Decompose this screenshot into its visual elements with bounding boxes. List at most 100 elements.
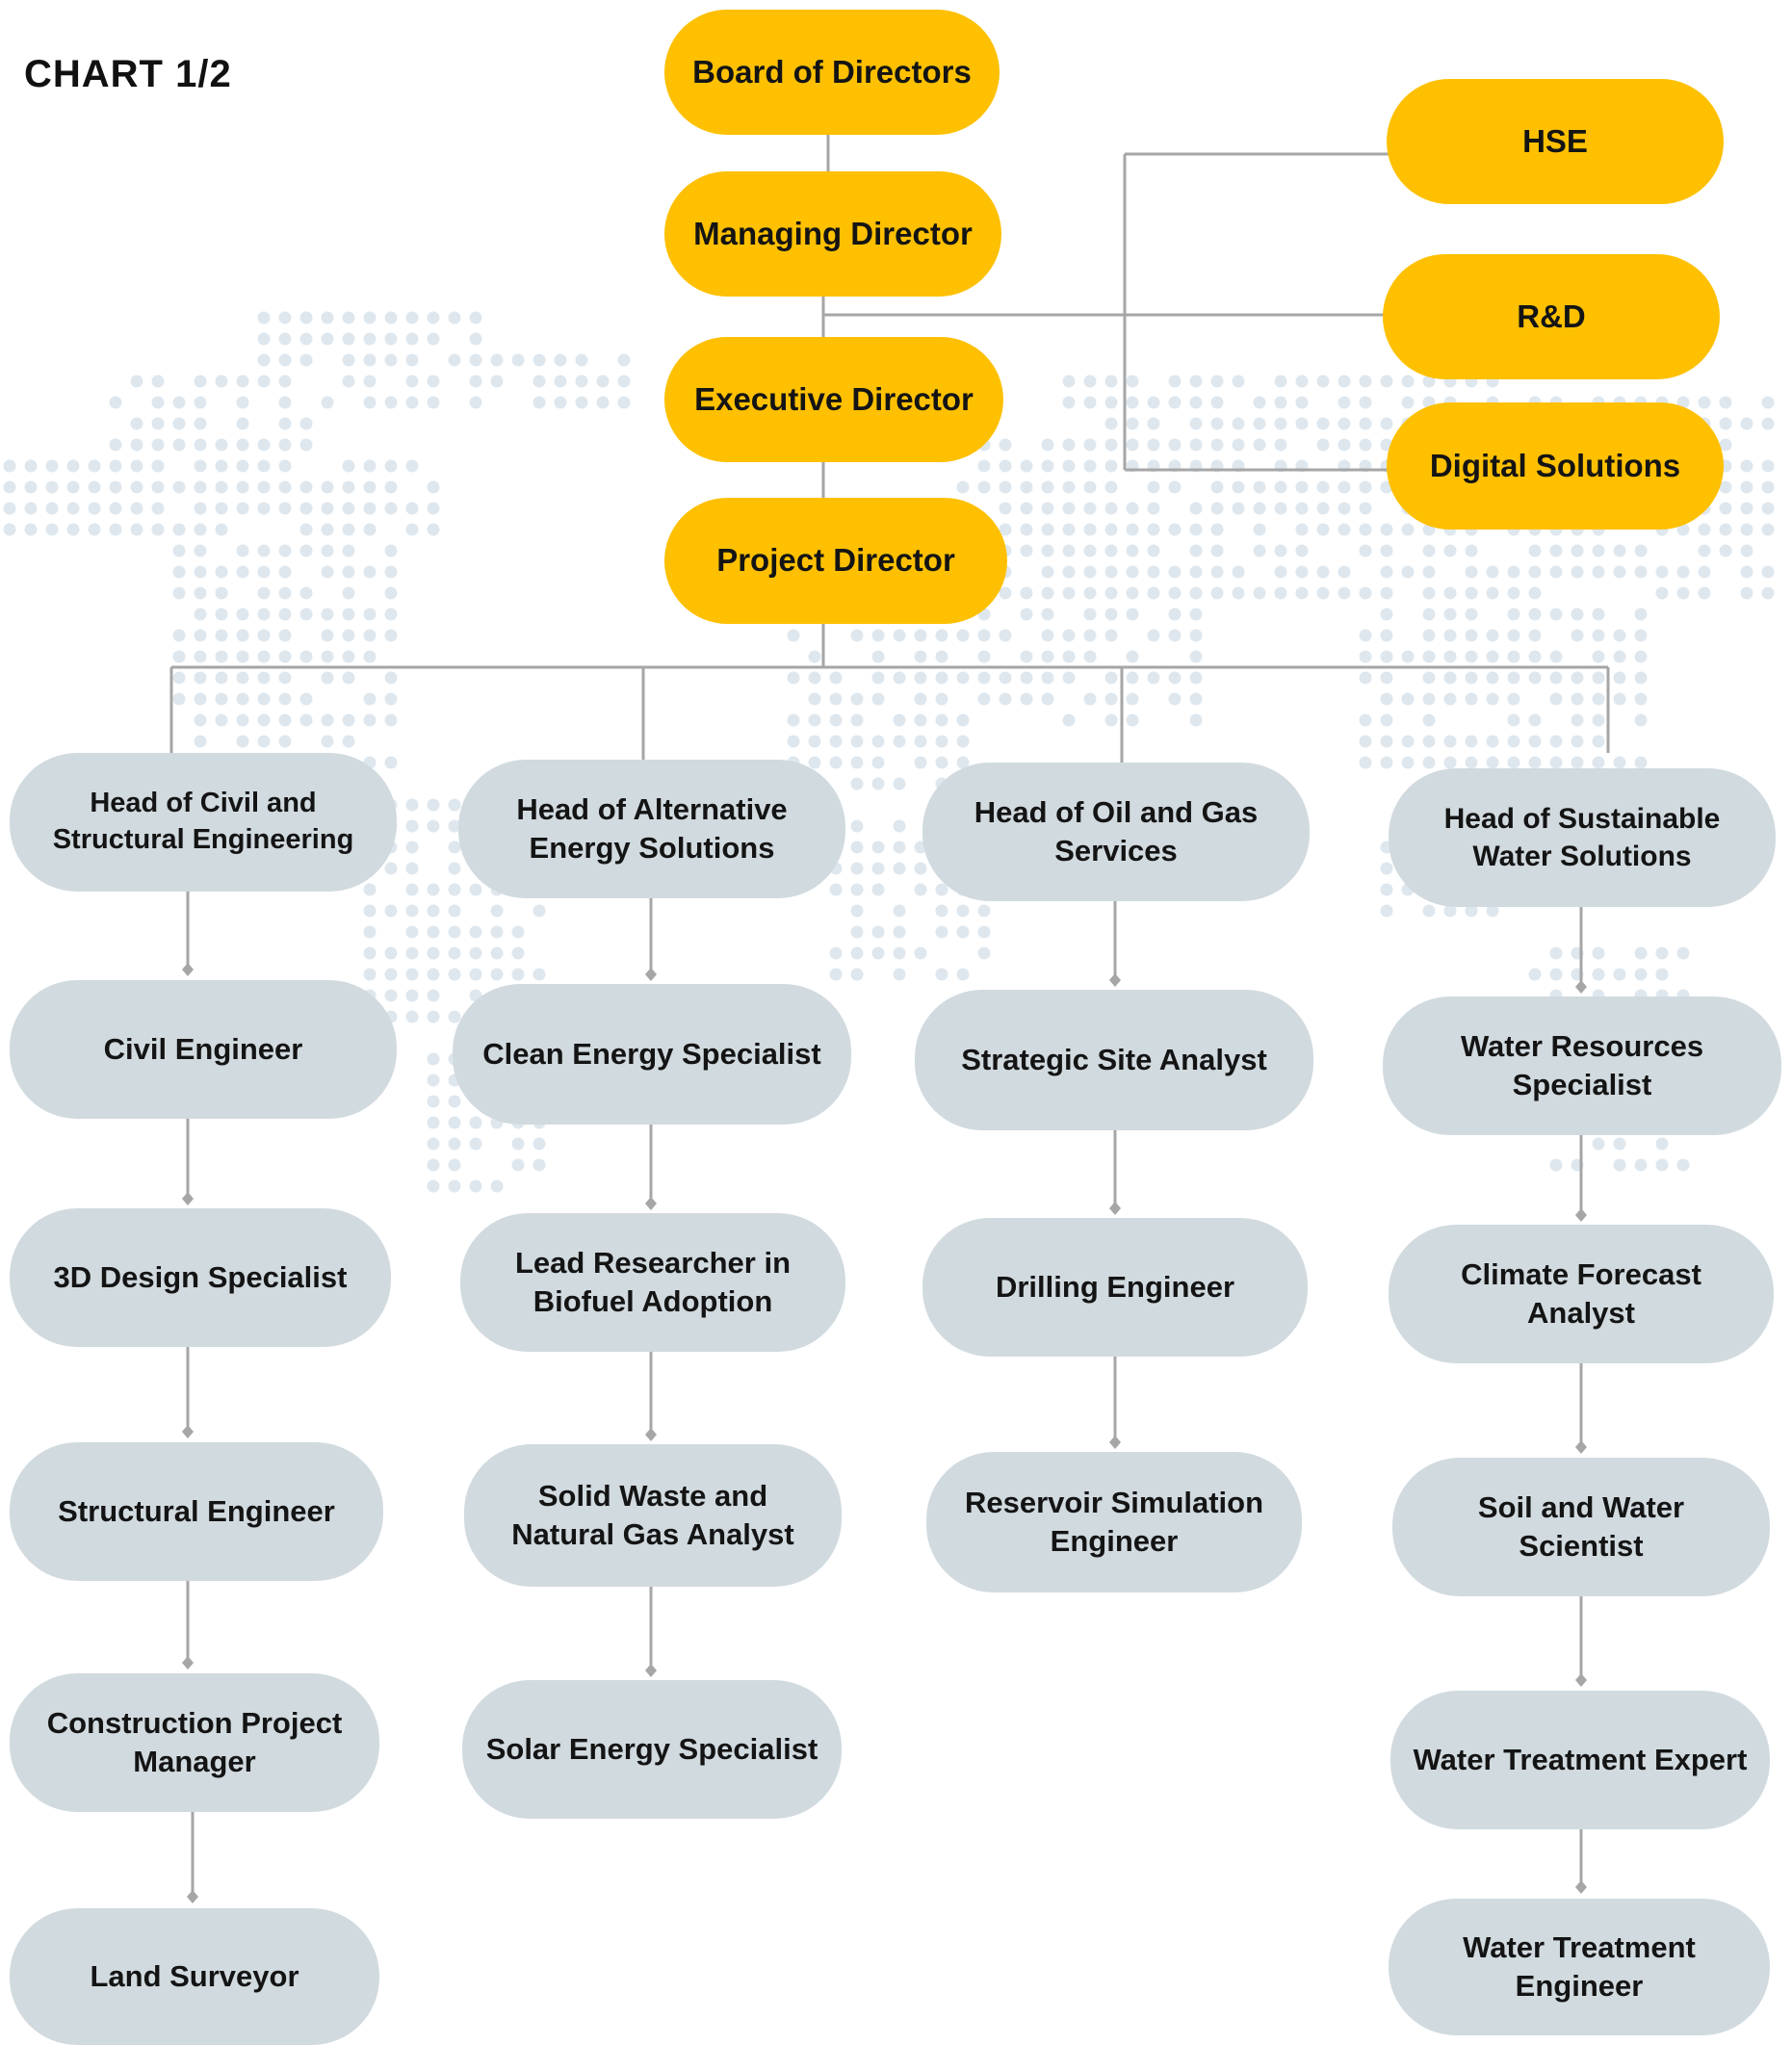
map-dot bbox=[1549, 1158, 1563, 1172]
map-dot bbox=[384, 692, 398, 706]
map-dot bbox=[427, 1158, 440, 1172]
map-dot bbox=[299, 417, 313, 430]
map-dot bbox=[1380, 883, 1393, 896]
map-dot bbox=[215, 608, 228, 621]
executive-director-box: Executive Director bbox=[664, 337, 1003, 462]
map-dot bbox=[278, 311, 292, 324]
map-dot bbox=[1655, 968, 1669, 981]
map-dot bbox=[1041, 523, 1054, 536]
map-dot bbox=[871, 629, 885, 642]
map-dot bbox=[1062, 480, 1076, 494]
map-dot bbox=[1147, 523, 1160, 536]
map-dot bbox=[893, 946, 906, 960]
map-dot bbox=[1041, 544, 1054, 557]
map-dot bbox=[427, 396, 440, 409]
map-dot bbox=[1168, 608, 1182, 621]
map-dot bbox=[342, 332, 355, 346]
map-dot bbox=[532, 1137, 546, 1151]
map-dot bbox=[427, 883, 440, 896]
map-dot bbox=[956, 713, 970, 727]
map-dot bbox=[1126, 396, 1139, 409]
map-dot bbox=[808, 735, 821, 748]
map-dot bbox=[532, 375, 546, 388]
head-sustainable-water-box: Head of Sustainable Water Solutions bbox=[1389, 768, 1776, 907]
map-dot bbox=[1443, 544, 1457, 557]
map-dot bbox=[1676, 946, 1690, 960]
map-dot bbox=[829, 735, 843, 748]
map-dot bbox=[363, 713, 377, 727]
map-dot bbox=[1062, 713, 1076, 727]
map-dot bbox=[1083, 650, 1097, 663]
map-dot bbox=[787, 735, 800, 748]
map-dot bbox=[1380, 650, 1393, 663]
map-dot bbox=[1020, 650, 1033, 663]
map-dot bbox=[914, 756, 927, 769]
map-dot bbox=[1698, 523, 1711, 536]
clean-energy-specialist-box: Clean Energy Specialist bbox=[453, 984, 851, 1125]
map-dot bbox=[321, 544, 334, 557]
map-dot bbox=[850, 629, 864, 642]
map-dot bbox=[1062, 586, 1076, 600]
map-dot bbox=[1147, 502, 1160, 515]
map-dot bbox=[1062, 629, 1076, 642]
reservoir-simulation-engineer-box: Reservoir Simulation Engineer bbox=[926, 1452, 1302, 1592]
map-dot bbox=[405, 841, 419, 854]
map-dot bbox=[1126, 523, 1139, 536]
map-dot bbox=[405, 946, 419, 960]
map-dot bbox=[935, 925, 948, 939]
map-dot bbox=[321, 629, 334, 642]
map-dot bbox=[1338, 586, 1351, 600]
map-dot bbox=[448, 1116, 461, 1129]
map-dot bbox=[1210, 565, 1224, 579]
map-dot bbox=[278, 375, 292, 388]
map-dot bbox=[257, 608, 271, 621]
map-dot bbox=[1465, 650, 1478, 663]
map-dot bbox=[871, 650, 885, 663]
map-dot bbox=[1274, 480, 1287, 494]
map-dot bbox=[1443, 735, 1457, 748]
map-dot bbox=[871, 946, 885, 960]
map-dot bbox=[935, 692, 948, 706]
map-dot bbox=[172, 480, 186, 494]
map-dot bbox=[342, 523, 355, 536]
map-dot bbox=[1316, 523, 1330, 536]
map-dot bbox=[1655, 565, 1669, 579]
map-dot bbox=[1719, 544, 1732, 557]
map-dot bbox=[1507, 650, 1520, 663]
map-dot bbox=[151, 480, 165, 494]
map-dot bbox=[1083, 629, 1097, 642]
connector-diamond bbox=[1575, 1440, 1587, 1454]
map-dot bbox=[1507, 735, 1520, 748]
map-dot bbox=[236, 544, 249, 557]
map-dot bbox=[342, 353, 355, 367]
map-dot bbox=[299, 480, 313, 494]
map-dot bbox=[278, 586, 292, 600]
map-dot bbox=[1465, 629, 1478, 642]
map-dot bbox=[384, 989, 398, 1002]
map-dot bbox=[448, 819, 461, 833]
map-dot bbox=[617, 353, 631, 367]
map-dot bbox=[1083, 565, 1097, 579]
map-dot bbox=[1592, 544, 1605, 557]
map-dot bbox=[1422, 713, 1436, 727]
map-dot bbox=[977, 480, 991, 494]
map-dot bbox=[1083, 480, 1097, 494]
map-dot bbox=[1507, 671, 1520, 685]
map-dot bbox=[1571, 608, 1584, 621]
map-dot bbox=[1401, 735, 1415, 748]
map-dot bbox=[66, 502, 80, 515]
map-dot bbox=[935, 904, 948, 918]
map-dot bbox=[1486, 735, 1499, 748]
map-dot bbox=[1380, 756, 1393, 769]
map-dot bbox=[1634, 565, 1648, 579]
map-dot bbox=[1104, 671, 1118, 685]
map-dot bbox=[914, 692, 927, 706]
map-dot bbox=[490, 1179, 504, 1193]
map-dot bbox=[194, 565, 207, 579]
map-dot bbox=[3, 502, 16, 515]
map-dot bbox=[1634, 713, 1648, 727]
map-dot bbox=[532, 353, 546, 367]
map-dot bbox=[850, 777, 864, 790]
map-dot bbox=[236, 459, 249, 473]
map-dot bbox=[1189, 544, 1203, 557]
